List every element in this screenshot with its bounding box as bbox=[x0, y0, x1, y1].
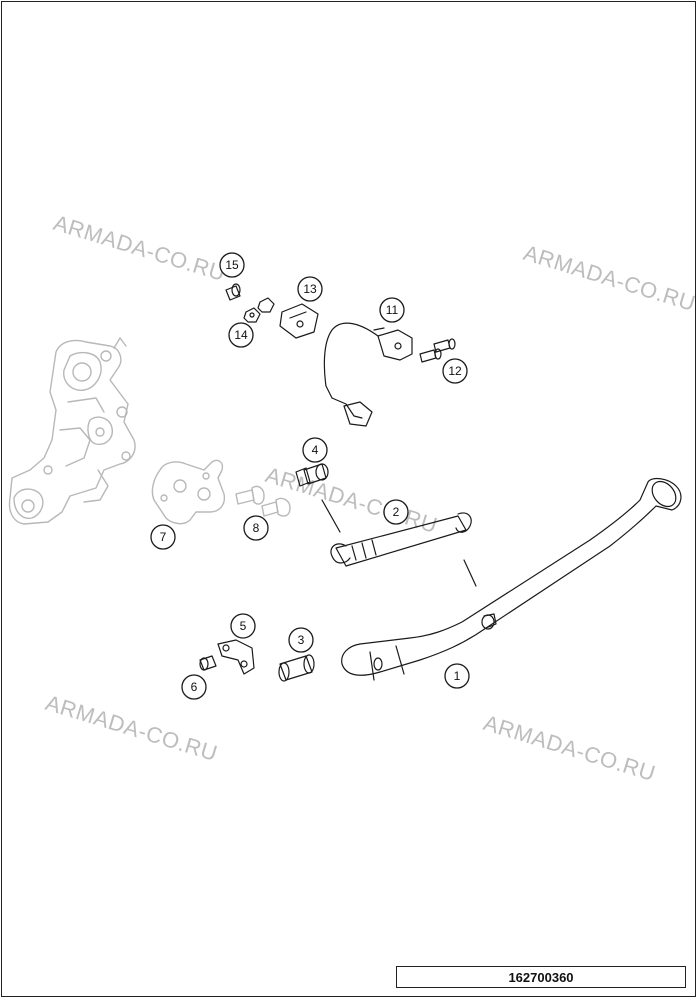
callout-label: 13 bbox=[303, 282, 317, 296]
bushing-3 bbox=[278, 654, 315, 682]
callout-12 bbox=[442, 358, 468, 384]
callout-5 bbox=[230, 613, 256, 639]
screw-6 bbox=[199, 655, 217, 671]
switch-13 bbox=[279, 303, 319, 339]
callout-8 bbox=[243, 515, 269, 541]
callout-label: 4 bbox=[312, 443, 319, 457]
screw-15 bbox=[225, 283, 241, 301]
drawing-code: 162700360 bbox=[396, 966, 686, 988]
callout-label: 7 bbox=[160, 530, 167, 544]
callout-7 bbox=[150, 524, 176, 550]
callout-4 bbox=[302, 437, 328, 463]
callout-label: 14 bbox=[234, 328, 248, 342]
callout-label: 8 bbox=[253, 521, 260, 535]
spring-2 bbox=[321, 499, 472, 567]
callout-2 bbox=[383, 499, 409, 525]
callout-11 bbox=[379, 297, 405, 323]
side-stand bbox=[341, 477, 682, 681]
switch-bracket-5 bbox=[217, 639, 255, 675]
callout-13 bbox=[297, 276, 323, 302]
mounting-plate bbox=[151, 459, 226, 525]
callout-3 bbox=[288, 627, 314, 653]
nut-14 bbox=[243, 297, 275, 323]
callout-label: 1 bbox=[454, 669, 461, 683]
callout-6 bbox=[181, 674, 207, 700]
bolt-8 bbox=[235, 485, 291, 517]
callout-label: 3 bbox=[298, 633, 305, 647]
callout-label: 6 bbox=[191, 680, 198, 694]
callout-label: 15 bbox=[225, 258, 239, 272]
pin-4 bbox=[295, 463, 329, 487]
callout-label: 2 bbox=[393, 505, 400, 519]
callout-14 bbox=[228, 322, 254, 348]
callout-1 bbox=[444, 663, 470, 689]
callout-label: 5 bbox=[240, 619, 247, 633]
side-stand-switch-11 bbox=[323, 322, 413, 427]
frame-bracket bbox=[8, 337, 136, 525]
callout-15 bbox=[219, 252, 245, 278]
callout-label: 11 bbox=[386, 303, 399, 317]
callout-label: 12 bbox=[448, 364, 462, 378]
screw-12 bbox=[419, 338, 456, 363]
